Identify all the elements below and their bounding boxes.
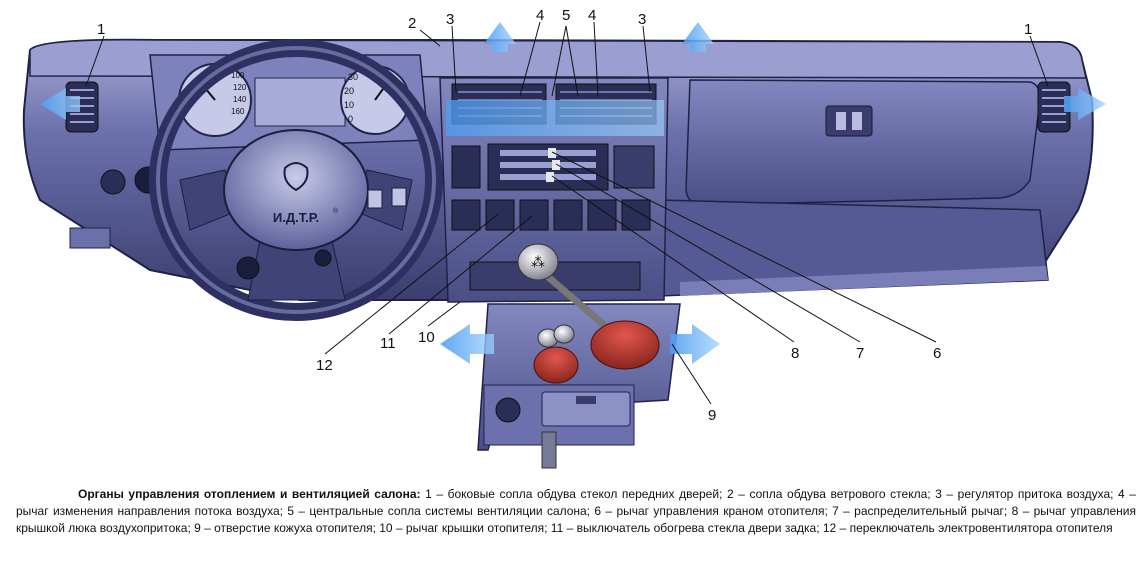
callout-4-left: 4 (536, 7, 545, 24)
svg-text:⁂: ⁂ (531, 255, 545, 271)
wheel-logo-icon (283, 162, 309, 192)
hazard-switch (451, 145, 481, 189)
svg-text:140: 140 (233, 95, 247, 104)
slider-6 (548, 148, 556, 158)
airflow-arrows (40, 22, 1106, 364)
svg-text:20: 20 (344, 86, 354, 96)
dashboard-illustration: 100 120 140 160 30 20 10 0 И.Д.Т.Р. ® (22, 21, 1106, 469)
switch-b (391, 187, 407, 207)
callout-12: 12 (316, 357, 333, 374)
caption-text: 1 – боковые сопла обдува стекол передних… (16, 487, 1136, 535)
slider-8 (546, 172, 554, 182)
callout-3-left: 3 (446, 11, 455, 28)
slider-7 (552, 160, 560, 170)
gear-boot (590, 320, 660, 370)
glovebox (685, 79, 1041, 206)
left-knob (100, 169, 126, 195)
fuse-block (69, 227, 111, 249)
ashtray (541, 391, 631, 427)
svg-text:10: 10 (344, 100, 354, 110)
callout-10: 10 (418, 329, 435, 346)
gear-knob (517, 243, 559, 281)
callout-11: 11 (380, 335, 396, 352)
callout-3-right: 3 (638, 11, 647, 28)
callout-1-left: 1 (97, 21, 106, 38)
switch-a (367, 189, 383, 209)
svg-text:100: 100 (231, 71, 245, 80)
svg-text:120: 120 (233, 83, 247, 92)
transfer-knob-b (553, 324, 575, 344)
figure-caption: Органы управления отоплением и вентиляци… (16, 486, 1136, 537)
callout-2: 2 (408, 15, 417, 32)
callout-4-right: 4 (588, 7, 597, 24)
column-knob (314, 249, 332, 267)
ashtray-handle (576, 396, 596, 404)
leader-lines (85, 21, 1049, 405)
indicator-panel (254, 77, 346, 127)
cigarette-lighter (495, 397, 521, 423)
callout-6: 6 (933, 345, 942, 362)
callout-8: 8 (791, 345, 800, 362)
callout-7: 7 (856, 345, 865, 362)
rocker-switch-row (451, 199, 651, 231)
ignition-lock (236, 256, 260, 280)
callout-9: 9 (708, 407, 717, 424)
handbrake-stub (541, 431, 557, 469)
caption-title: Органы управления отоплением и вентиляци… (78, 487, 421, 501)
airflow-center (446, 100, 664, 136)
transfer-boot (533, 346, 579, 384)
gear-lever-shaft (537, 267, 613, 333)
svg-text:®: ® (333, 207, 339, 215)
svg-text:160: 160 (231, 107, 245, 116)
glovebox-latch (825, 105, 873, 137)
svg-text:0: 0 (348, 114, 353, 124)
callout-5: 5 (562, 7, 571, 24)
svg-text:И.Д.Т.Р.: И.Д.Т.Р. (273, 210, 319, 225)
right-switch-block (613, 145, 655, 189)
svg-text:30: 30 (348, 72, 358, 82)
callout-1-right: 1 (1024, 21, 1033, 38)
